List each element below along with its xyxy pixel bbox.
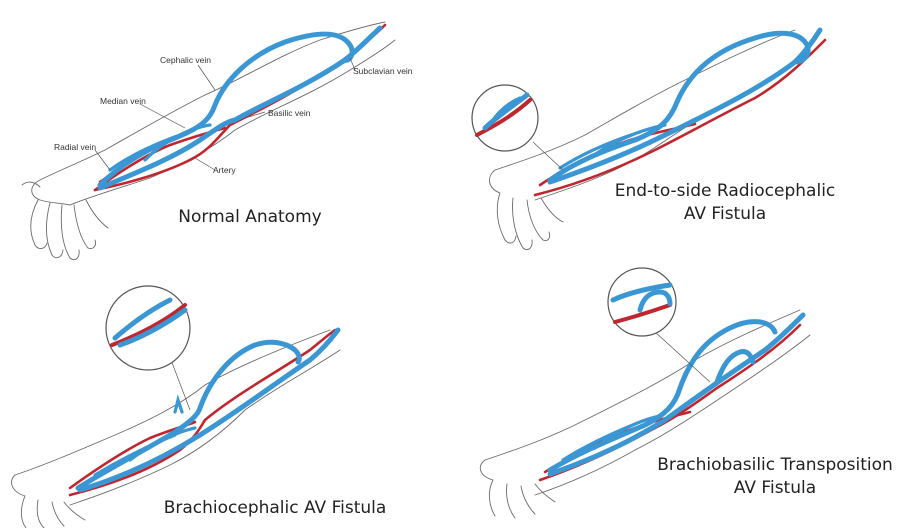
panel-radiocephalic: End-to-side Radiocephalic AV Fistula: [455, 0, 907, 270]
caption-brachiobasilic: Brachiobasilic Transposition AV Fistula: [640, 454, 907, 500]
panel-normal-anatomy: Cephalic vein Subclavian vein Median vei…: [0, 0, 450, 270]
caption-normal-anatomy: Normal Anatomy: [150, 206, 350, 229]
arm-illustration-normal: [0, 0, 450, 270]
arm-illustration-brachiocephalic: [0, 270, 450, 528]
label-artery: Artery: [213, 165, 236, 175]
caption-line: AV Fistula: [640, 477, 907, 500]
panel-brachiocephalic: Brachiocephalic AV Fistula: [0, 270, 450, 528]
label-cephalic-vein: Cephalic vein: [160, 55, 211, 65]
label-median-vein: Median vein: [100, 96, 146, 106]
label-basilic-vein: Basilic vein: [268, 108, 311, 118]
caption-brachiocephalic: Brachiocephalic AV Fistula: [150, 497, 400, 520]
caption-radiocephalic: End-to-side Radiocephalic AV Fistula: [585, 180, 865, 226]
caption-line: Brachiocephalic AV Fistula: [150, 497, 400, 520]
caption-line: AV Fistula: [585, 203, 865, 226]
label-subclavian-vein: Subclavian vein: [353, 66, 413, 76]
caption-line: Brachiobasilic Transposition: [640, 454, 907, 477]
artery-line: [95, 25, 385, 190]
caption-line: Normal Anatomy: [150, 206, 350, 229]
arm-illustration-radiocephalic: [455, 0, 907, 270]
caption-line: End-to-side Radiocephalic: [585, 180, 865, 203]
basilic-vein-line: [100, 28, 380, 188]
label-radial-vein: Radial vein: [54, 142, 96, 152]
panel-brachiobasilic: Brachiobasilic Transposition AV Fistula: [455, 270, 907, 528]
